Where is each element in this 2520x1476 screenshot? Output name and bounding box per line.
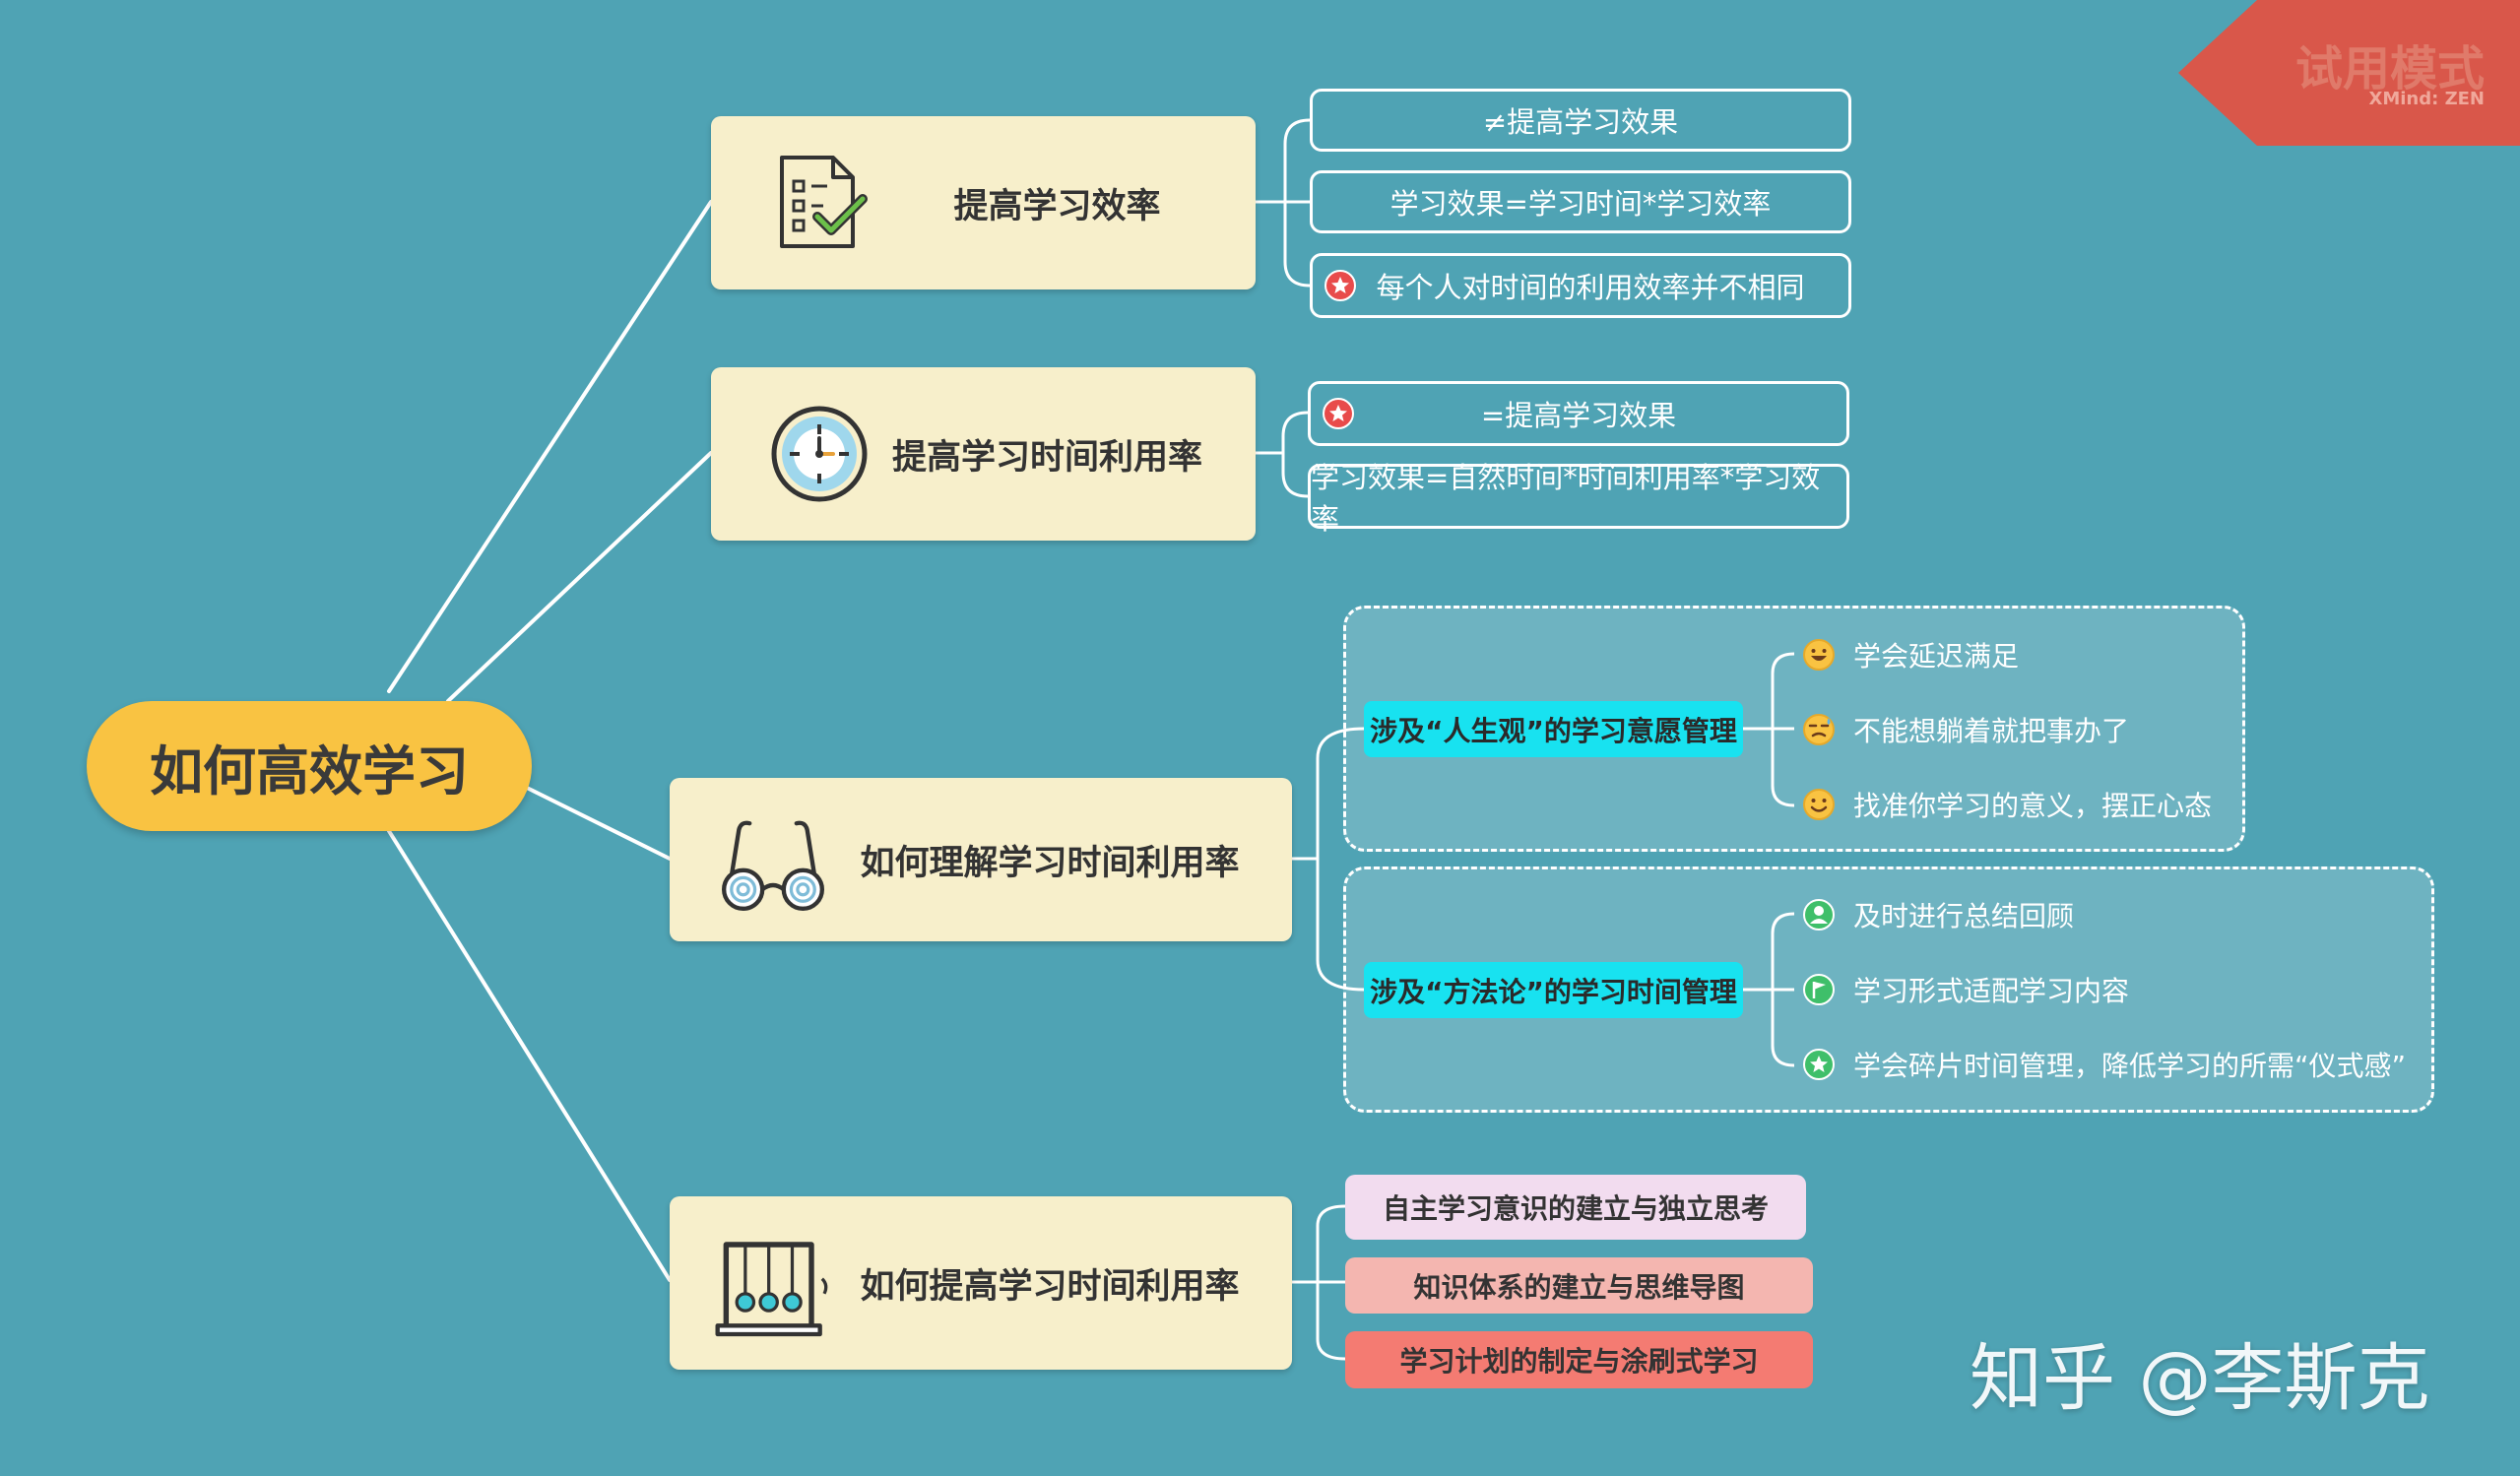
person-badge-icon: [1803, 899, 1835, 931]
subtopic-label: 学习效果=自然时间*时间利用率*学习效率: [1311, 461, 1821, 536]
subtopic-self-learning[interactable]: 自主学习意识的建立与独立思考: [1345, 1175, 1806, 1240]
leaf-delay-gratification[interactable]: 学会延迟满足: [1802, 630, 2019, 679]
leaf-label: 找准你学习的意义，摆正心态: [1853, 790, 2213, 822]
checklist-icon: [780, 156, 868, 248]
smile-emoji-icon: [1803, 789, 1835, 820]
leaf-find-meaning[interactable]: 找准你学习的意义，摆正心态: [1802, 780, 2212, 829]
root-topic-label: 如何高效学习: [150, 739, 469, 802]
main-topic-improve-utilization[interactable]: 如何提高学习时间利用率: [670, 1196, 1292, 1370]
subtopic-willingness-management[interactable]: 涉及“人生观”的学习意愿管理: [1364, 701, 1743, 757]
subtopic-label: 每个人对时间的利用效率并不相同: [1376, 271, 1805, 304]
star-badge-icon: [1803, 1049, 1835, 1080]
subtopic-efficiency-differs[interactable]: 每个人对时间的利用效率并不相同: [1310, 253, 1851, 318]
subtopic-natural-time-formula[interactable]: 学习效果=自然时间*时间利用率*学习效率: [1308, 461, 1849, 536]
star-badge-icon: [1325, 270, 1356, 301]
subtopic-effect-formula[interactable]: 学习效果=学习时间*学习效率: [1310, 170, 1851, 233]
leaf-label: 学习形式适配学习内容: [1853, 975, 2130, 1007]
subtopic-label: =提高学习效果: [1480, 399, 1677, 432]
subtopic-study-plan[interactable]: 学习计划的制定与涂刷式学习: [1345, 1331, 1813, 1388]
subtopic-label: ≠提高学习效果: [1482, 105, 1679, 139]
subtopic-equals-effect[interactable]: =提高学习效果: [1308, 381, 1849, 446]
subtopic-label: 自主学习意识的建立与独立思考: [1382, 1192, 1769, 1225]
leaf-no-lying-flat[interactable]: 不能想躺着就把事办了: [1802, 705, 2129, 754]
subtopic-not-effect[interactable]: ≠提高学习效果: [1310, 89, 1851, 152]
main-topic-improve-efficiency[interactable]: 提高学习效率: [711, 116, 1256, 289]
leaf-label: 学会碎片时间管理，降低学习的所需“仪式感”: [1853, 1050, 2407, 1082]
flag-badge-icon: [1803, 974, 1835, 1005]
trial-mode-badge: 试用模式 XMind: ZEN: [2178, 0, 2520, 146]
glasses-icon: [722, 820, 824, 911]
leaf-fragment-time[interactable]: 学会碎片时间管理，降低学习的所需“仪式感”: [1802, 1040, 2406, 1089]
leaf-timely-review[interactable]: 及时进行总结回顾: [1802, 890, 2074, 939]
leaf-form-fits-content[interactable]: 学习形式适配学习内容: [1802, 965, 2129, 1014]
star-badge-icon: [1323, 398, 1354, 429]
leaf-label: 学会延迟满足: [1853, 640, 2020, 673]
main-topic-understand-utilization[interactable]: 如何理解学习时间利用率: [670, 778, 1292, 941]
connector-root-branch-2: [446, 451, 713, 703]
clock-icon: [771, 406, 868, 502]
connector-root-branch-3: [525, 786, 672, 861]
main-topic-time-utilization[interactable]: 提高学习时间利用率: [711, 367, 1256, 541]
main-topic-label: 如何提高学习时间利用率: [860, 1266, 1240, 1307]
subtopic-label: 知识体系的建立与思维导图: [1413, 1270, 1745, 1304]
subtopic-method-time-management[interactable]: 涉及“方法论”的学习时间管理: [1364, 962, 1743, 1018]
trial-badge-title: 试用模式: [2294, 41, 2485, 96]
main-topic-label: 提高学习时间利用率: [891, 437, 1202, 478]
leaf-label: 不能想躺着就把事办了: [1853, 715, 2130, 747]
subtopic-label: 学习效果=学习时间*学习效率: [1389, 187, 1772, 221]
subtopic-title-label: 涉及“方法论”的学习时间管理: [1370, 975, 1737, 1008]
subtopic-label: 学习计划的制定与涂刷式学习: [1399, 1345, 1759, 1378]
connector-b2-bracket: [1281, 411, 1309, 498]
newtons-cradle-icon: [715, 1242, 828, 1337]
leaf-label: 及时进行总结回顾: [1853, 900, 2075, 932]
trial-badge-subtitle: XMind: ZEN: [2368, 89, 2485, 109]
root-topic[interactable]: 如何高效学习: [87, 701, 532, 831]
main-topic-label: 提高学习效率: [953, 186, 1161, 226]
trial-badge-shape: [2178, 0, 2520, 146]
connector-root-branch-1: [387, 200, 713, 693]
main-topic-label: 如何理解学习时间利用率: [860, 843, 1240, 883]
connector-b3-bracket: [1316, 727, 1365, 992]
grin-emoji-icon: [1803, 639, 1835, 671]
subtopic-knowledge-system[interactable]: 知识体系的建立与思维导图: [1345, 1257, 1813, 1314]
subtopic-title-label: 涉及“人生观”的学习意愿管理: [1370, 714, 1737, 747]
watermark: 知乎 @李斯克: [1970, 1336, 2430, 1421]
connector-root-branch-4: [387, 829, 672, 1282]
sweat-emoji-icon: [1803, 714, 1835, 745]
